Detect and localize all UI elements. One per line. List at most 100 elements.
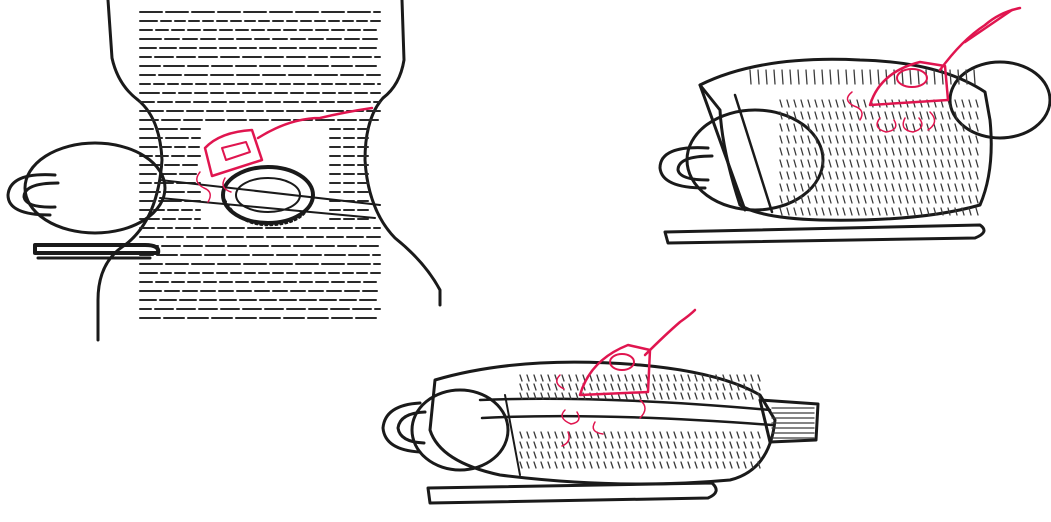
texture-stroke — [808, 112, 810, 119]
texture-stroke — [948, 172, 950, 179]
texture-stroke — [751, 462, 753, 468]
texture-stroke — [962, 136, 964, 143]
texture-stroke — [829, 124, 831, 131]
texture-stroke — [794, 148, 796, 155]
texture-stroke — [913, 148, 915, 155]
texture-stroke — [885, 208, 887, 215]
texture-stroke — [906, 148, 908, 155]
texture-stroke — [569, 384, 571, 390]
texture-stroke — [892, 196, 894, 203]
texture-stroke — [534, 452, 536, 458]
texture-stroke — [906, 196, 908, 203]
texture-stroke — [850, 184, 852, 191]
texture-stroke — [632, 432, 634, 438]
texture-stroke — [569, 452, 571, 458]
texture-stroke — [838, 70, 839, 84]
texture-stroke — [969, 184, 971, 191]
texture-stroke — [520, 432, 522, 438]
texture-stroke — [862, 70, 863, 84]
texture-stroke — [569, 462, 571, 468]
texture-stroke — [780, 196, 782, 203]
texture-stroke — [871, 196, 873, 203]
texture-stroke — [527, 452, 529, 458]
texture-stroke — [941, 112, 943, 119]
texture-stroke — [871, 148, 873, 155]
texture-stroke — [871, 124, 873, 131]
texture-stroke — [850, 160, 852, 167]
knit-texture — [750, 70, 978, 215]
texture-stroke — [871, 112, 873, 119]
texture-stroke — [892, 112, 894, 119]
texture-stroke — [702, 384, 704, 390]
texture-stroke — [625, 375, 627, 381]
ironing-board-1 — [8, 143, 380, 258]
texture-stroke — [892, 160, 894, 167]
texture-stroke — [829, 160, 831, 167]
texture-stroke — [555, 452, 557, 458]
texture-stroke — [864, 124, 866, 131]
texture-stroke — [723, 462, 725, 468]
texture-stroke — [808, 172, 810, 179]
texture-stroke — [808, 160, 810, 167]
texture-stroke — [780, 148, 782, 155]
texture-stroke — [744, 375, 746, 381]
texture-stroke — [660, 393, 662, 399]
garment-hatching — [140, 12, 380, 318]
texture-stroke — [829, 208, 831, 215]
texture-stroke — [962, 196, 964, 203]
texture-stroke — [723, 442, 725, 448]
texture-stroke — [787, 160, 789, 167]
texture-stroke — [688, 375, 690, 381]
texture-stroke — [667, 384, 669, 390]
texture-stroke — [723, 393, 725, 399]
texture-stroke — [667, 432, 669, 438]
texture-stroke — [871, 208, 873, 215]
texture-stroke — [569, 442, 571, 448]
texture-stroke — [555, 432, 557, 438]
texture-stroke — [878, 172, 880, 179]
texture-stroke — [864, 172, 866, 179]
texture-stroke — [864, 184, 866, 191]
texture-stroke — [857, 136, 859, 143]
texture-stroke — [962, 184, 964, 191]
texture-stroke — [808, 100, 810, 107]
texture-stroke — [806, 70, 807, 84]
texture-stroke — [723, 384, 725, 390]
texture-stroke — [941, 196, 943, 203]
texture-stroke — [597, 452, 599, 458]
texture-stroke — [716, 393, 718, 399]
texture-stroke — [730, 393, 732, 399]
texture-stroke — [934, 172, 936, 179]
texture-stroke — [822, 112, 824, 119]
texture-stroke — [737, 393, 739, 399]
texture-stroke — [854, 70, 855, 84]
texture-stroke — [857, 100, 859, 107]
texture-stroke — [702, 462, 704, 468]
texture-stroke — [674, 384, 676, 390]
texture-stroke — [541, 375, 543, 381]
texture-stroke — [709, 384, 711, 390]
texture-stroke — [962, 172, 964, 179]
texture-stroke — [660, 462, 662, 468]
texture-stroke — [639, 462, 641, 468]
texture-stroke — [801, 136, 803, 143]
texture-stroke — [864, 100, 866, 107]
texture-stroke — [548, 375, 550, 381]
texture-stroke — [913, 184, 915, 191]
texture-stroke — [590, 452, 592, 458]
texture-stroke — [534, 375, 536, 381]
texture-stroke — [976, 208, 978, 215]
texture-stroke — [758, 70, 759, 84]
texture-stroke — [870, 70, 871, 84]
texture-stroke — [962, 148, 964, 155]
texture-stroke — [695, 384, 697, 390]
texture-stroke — [730, 452, 732, 458]
texture-stroke — [653, 442, 655, 448]
texture-stroke — [878, 208, 880, 215]
texture-stroke — [892, 148, 894, 155]
texture-stroke — [920, 208, 922, 215]
texture-stroke — [780, 136, 782, 143]
texture-stroke — [751, 375, 753, 381]
texture-stroke — [899, 148, 901, 155]
